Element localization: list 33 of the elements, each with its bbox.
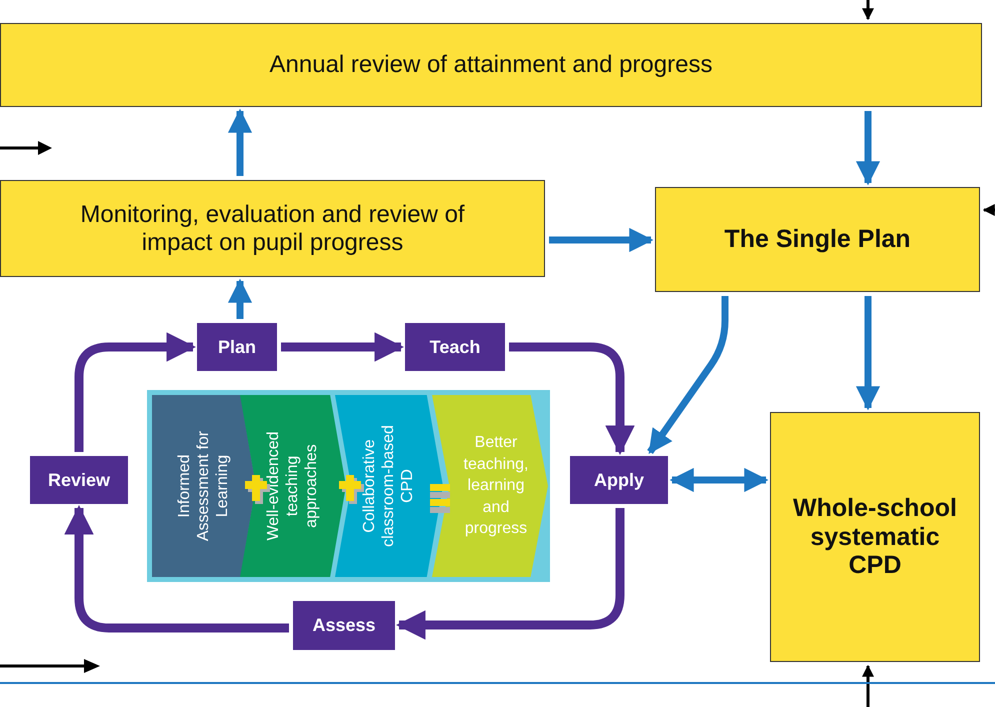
step-text: Better teaching, learning and progress — [462, 433, 530, 540]
box-text: Annual review of attainment and progress — [270, 51, 712, 79]
arrow — [982, 204, 995, 216]
arrow — [64, 505, 289, 632]
arrow — [74, 332, 196, 452]
step-box: Assess — [293, 601, 395, 650]
box-text: Monitoring, evaluation and review of impact on pupil progress — [79, 200, 466, 256]
arrow — [856, 111, 880, 186]
box-text: Whole-school systematic CPD — [792, 494, 958, 580]
step-box: Review — [30, 456, 128, 504]
step-box: Teach — [405, 323, 505, 371]
step-box: Plan — [197, 323, 277, 371]
arrow — [862, 664, 874, 707]
step-box: Apply — [570, 456, 668, 504]
arrow — [228, 278, 252, 319]
process-box — [655, 187, 980, 292]
step-text: Well-evidenced teaching approaches — [264, 430, 322, 543]
arrow — [647, 296, 728, 454]
arrow — [228, 108, 252, 176]
arrow — [549, 228, 654, 252]
arrow — [509, 342, 635, 455]
process-box — [0, 180, 545, 277]
chevron-step — [152, 395, 256, 577]
step-text: Collaborative classroom-based CPD — [360, 424, 418, 549]
arrow — [670, 468, 768, 492]
step-text: Informed Assessment for Learning — [175, 430, 233, 544]
arrow — [396, 508, 624, 640]
arrow — [281, 332, 404, 362]
box-text: The Single Plan — [724, 225, 911, 254]
process-box — [770, 412, 980, 662]
arrow — [856, 296, 880, 410]
process-box — [0, 23, 982, 107]
arrow — [862, 0, 874, 20]
